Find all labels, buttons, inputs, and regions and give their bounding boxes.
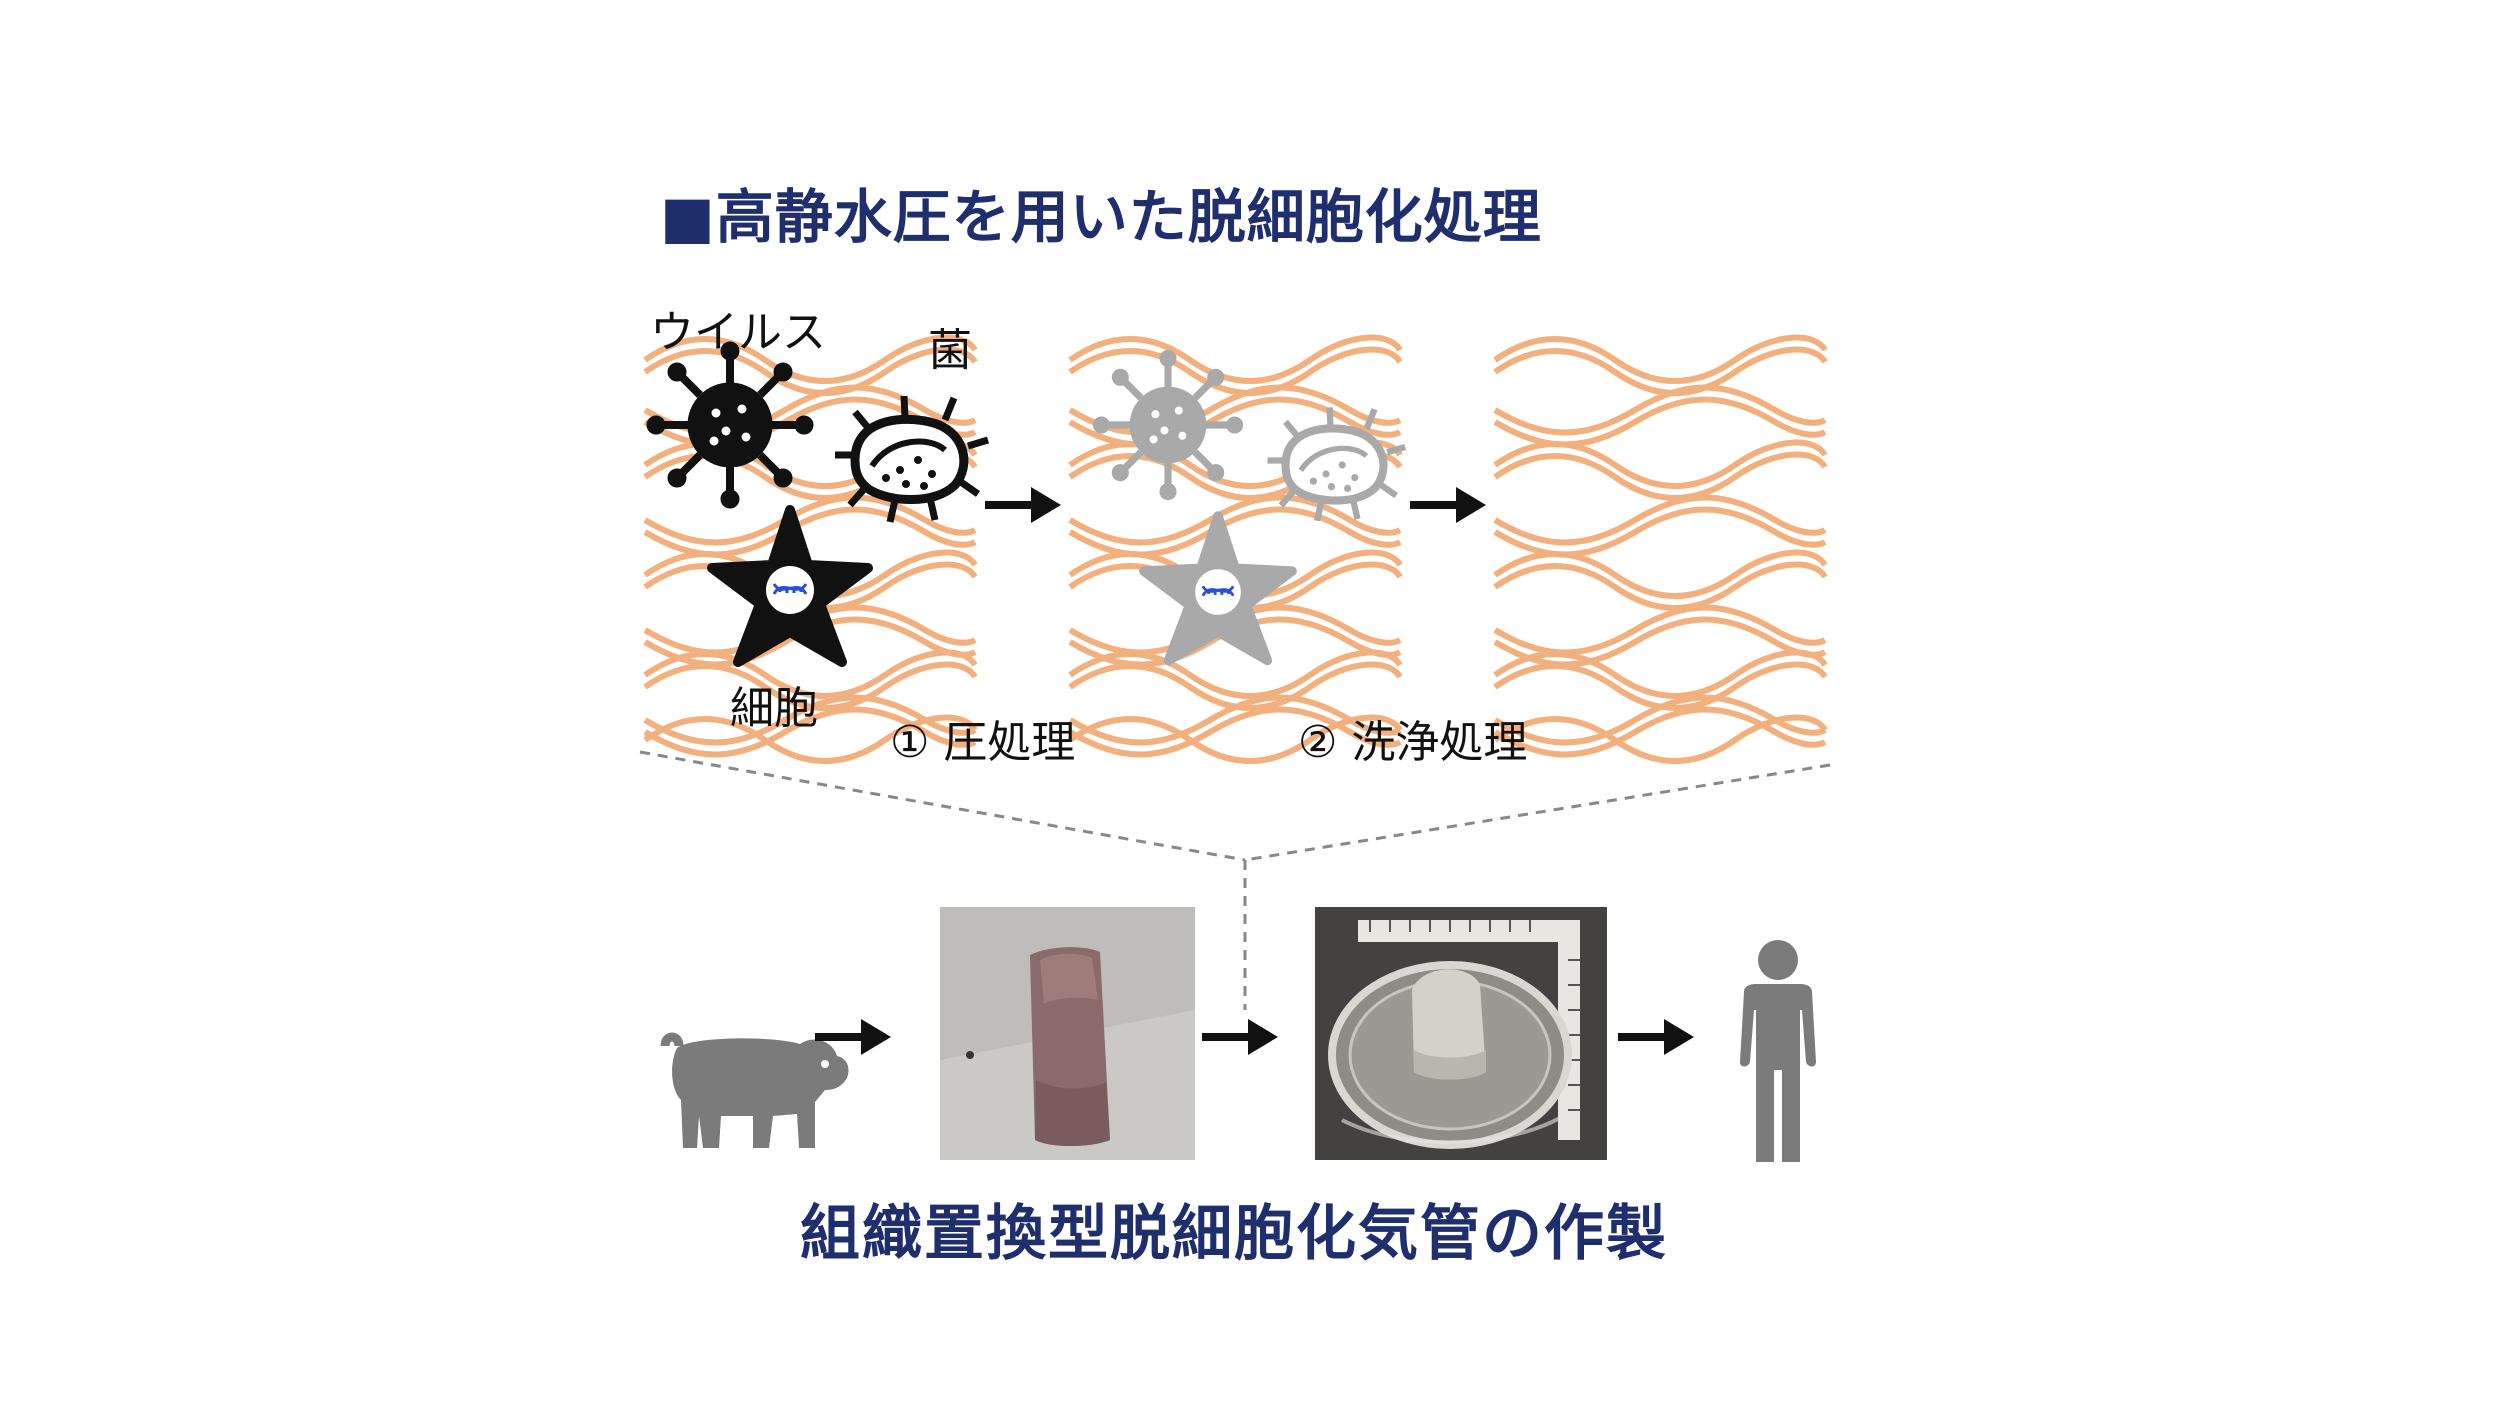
arrow-icon — [985, 487, 1061, 523]
cell-label: 細胞 — [730, 683, 818, 734]
arrow-icon — [1202, 1019, 1278, 1055]
fiber-matrix-pressure — [1070, 338, 1400, 761]
step2-label: ② 洗浄処理 — [1298, 717, 1528, 768]
bacteria-label: 菌 — [928, 325, 972, 376]
virus-icon — [647, 342, 813, 508]
diagram-subtitle: 組織置換型脱細胞化気管の作製 — [800, 1199, 1668, 1269]
step1-label: ① 圧処理 — [890, 717, 1076, 768]
photo-decellularized-trachea — [1315, 907, 1607, 1160]
person-icon — [1740, 940, 1816, 1162]
pig-icon — [660, 1032, 849, 1148]
photo-native-trachea — [940, 907, 1195, 1160]
virus-icon-inactivated — [1093, 350, 1242, 499]
virus-label: ウイルス — [650, 307, 826, 358]
zoom-lines — [639, 750, 1831, 1010]
arrow-icon — [1410, 487, 1486, 523]
bacteria-icon — [835, 396, 988, 522]
fiber-matrix-washed — [1495, 338, 1825, 761]
diagram-title: ■高静水圧を用いた脱細胞化処理 — [660, 183, 1542, 251]
arrow-icon — [1618, 1019, 1694, 1055]
